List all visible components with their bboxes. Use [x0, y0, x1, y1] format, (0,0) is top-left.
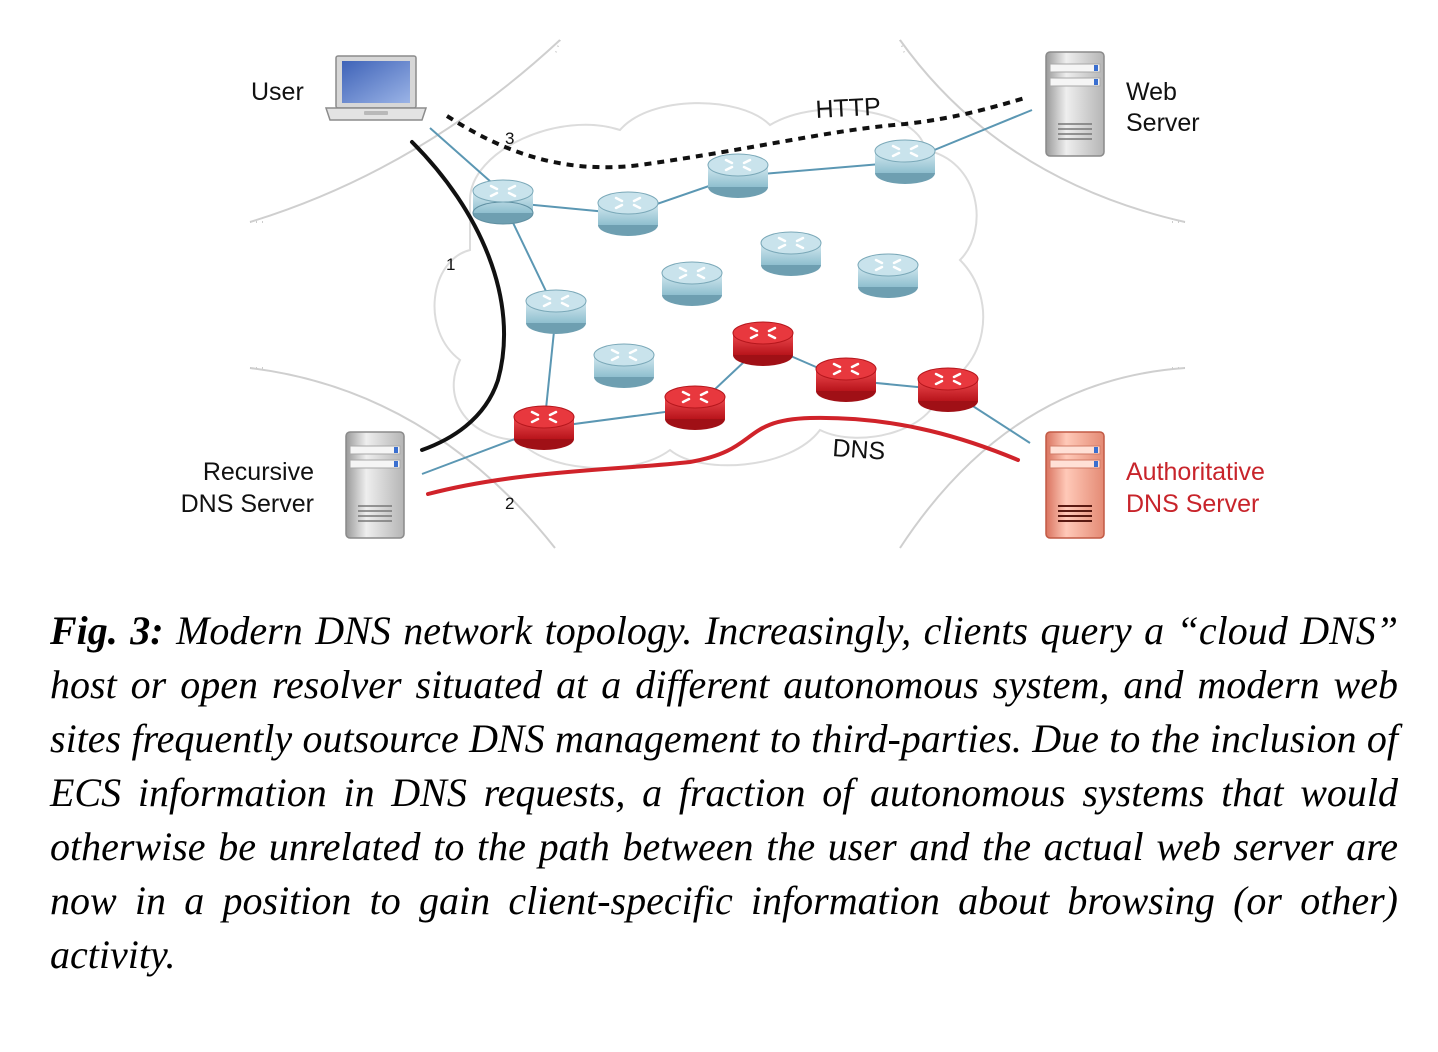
- user-to-resolver-path: [410, 140, 507, 452]
- recursive-dns-server-icon: [345, 431, 405, 539]
- recursive-dns-label-line1: Recursive: [203, 458, 314, 486]
- boundary-continuation-dots: [250, 39, 1190, 369]
- router-icon: [661, 261, 723, 306]
- router-icon: [760, 231, 822, 276]
- network-topology-figure: User Web Server Recursive DNS Server Aut…: [181, 39, 1265, 549]
- dns-label: DNS: [832, 434, 887, 466]
- web-server-label-line1: Web: [1126, 78, 1177, 106]
- compromised-router-icon: [917, 367, 979, 412]
- authoritative-dns-label-line1: Authoritative: [1126, 458, 1265, 486]
- router-icon: [525, 289, 587, 334]
- web-server-label-line2: Server: [1126, 109, 1200, 137]
- router-icon: [707, 153, 769, 198]
- recursive-dns-label-line2: DNS Server: [181, 490, 314, 518]
- step-2-label: 2: [505, 494, 514, 513]
- step-3-label: 3: [505, 129, 514, 148]
- autonomous-system-boundaries: [249, 39, 1186, 549]
- laptop-icon: [324, 55, 428, 121]
- router-icon: [857, 253, 919, 298]
- step-1-label: 1: [446, 255, 455, 274]
- web-server-icon: [1045, 51, 1105, 157]
- router-icon: [597, 191, 659, 236]
- caption-text: Modern DNS network topology. Increasingl…: [50, 608, 1399, 977]
- routers: [472, 139, 979, 450]
- router-icon: [874, 139, 936, 184]
- compromised-router-icon: [513, 405, 575, 450]
- compromised-router-icon: [664, 385, 726, 430]
- compromised-router-icon: [732, 321, 794, 366]
- authoritative-dns-server-icon: [1045, 431, 1105, 539]
- authoritative-dns-label-line2: DNS Server: [1126, 490, 1259, 518]
- topology-diagram: User Web Server Recursive DNS Server Aut…: [181, 39, 1265, 549]
- http-label: HTTP: [815, 93, 882, 124]
- router-icon: [593, 343, 655, 388]
- router-icon: [472, 179, 534, 225]
- figure-label: Fig. 3:: [50, 608, 164, 653]
- dns-path: [426, 415, 1020, 496]
- compromised-router-icon: [815, 357, 877, 402]
- http-path: [445, 96, 1026, 170]
- user-label: User: [251, 78, 304, 106]
- figure-caption: Fig. 3: Modern DNS network topology. Inc…: [50, 604, 1398, 982]
